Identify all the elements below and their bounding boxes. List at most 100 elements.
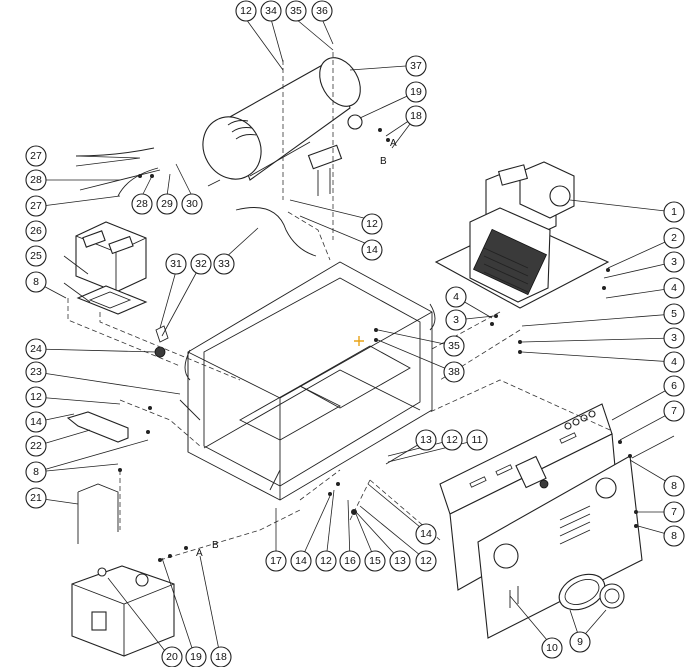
callout-14-bottom: 14 [290, 550, 312, 572]
svg-text:2: 2 [671, 232, 677, 244]
letter-b-bottom: B [212, 540, 219, 551]
callout-5: 5 [663, 303, 685, 325]
callout-20: 20 [161, 646, 183, 667]
callout-22: 22 [25, 435, 47, 457]
svg-text:19: 19 [190, 651, 202, 663]
callout-18-bottom: 18 [210, 646, 232, 667]
callout-25: 25 [25, 245, 47, 267]
callout-8-left-mid: 8 [25, 461, 47, 483]
letter-a-top: A [390, 138, 397, 149]
svg-text:12: 12 [30, 391, 42, 403]
callout-34: 34 [260, 0, 282, 22]
svg-text:28: 28 [30, 174, 42, 186]
callout-12-mid-right: 12 [441, 429, 463, 451]
svg-text:8: 8 [671, 480, 677, 492]
battery-tray [76, 285, 148, 315]
svg-text:25: 25 [30, 250, 42, 262]
svg-text:26: 26 [30, 225, 42, 237]
frame [179, 261, 436, 501]
callout-14-mid: 14 [361, 239, 383, 261]
callout-18-top: 18 [405, 105, 427, 127]
svg-text:32: 32 [195, 258, 207, 270]
callout-14-right: 14 [415, 523, 437, 545]
hardware-dots [118, 128, 638, 562]
svg-text:22: 22 [30, 440, 42, 452]
callout-13-mid: 13 [415, 429, 437, 451]
callout-28-a: 28 [25, 169, 47, 191]
callout-12-bottom-a: 12 [315, 550, 337, 572]
hose-33 [235, 207, 317, 257]
svg-text:27: 27 [30, 150, 42, 162]
svg-text:18: 18 [215, 651, 227, 663]
svg-text:6: 6 [671, 380, 677, 392]
gasket-small [599, 583, 625, 609]
svg-text:14: 14 [30, 416, 42, 428]
svg-text:18: 18 [410, 110, 422, 122]
svg-text:23: 23 [30, 366, 42, 378]
callout-12-bottom-b: 12 [415, 550, 437, 572]
svg-text:38: 38 [448, 366, 460, 378]
svg-text:24: 24 [30, 343, 42, 355]
callout-19-bottom: 19 [185, 646, 207, 667]
svg-text:4: 4 [671, 356, 677, 368]
callout-29: 29 [156, 193, 178, 215]
callout-30: 30 [181, 193, 203, 215]
callout-9: 9 [569, 631, 591, 653]
callout-16: 16 [339, 550, 361, 572]
callout-19-top: 19 [405, 81, 427, 103]
callout-27-a: 27 [25, 145, 47, 167]
svg-text:12: 12 [320, 555, 332, 567]
battery [75, 221, 147, 293]
callout-12-top: 12 [235, 0, 257, 22]
svg-text:4: 4 [671, 282, 677, 294]
callout-12-left: 12 [25, 386, 47, 408]
svg-text:21: 21 [30, 492, 42, 504]
svg-text:8: 8 [671, 530, 677, 542]
bracket-31 [155, 325, 169, 343]
svg-text:9: 9 [577, 636, 583, 648]
svg-text:20: 20 [166, 651, 178, 663]
svg-text:14: 14 [420, 528, 432, 540]
cable-28b [117, 167, 159, 197]
callout-10: 10 [541, 637, 563, 659]
letter-a-bottom: A [196, 548, 203, 559]
clamp-24 [154, 346, 166, 358]
callout-14-left: 14 [25, 411, 47, 433]
gasket-large [558, 573, 606, 611]
access-panel [477, 455, 643, 639]
callout-32: 32 [190, 253, 212, 275]
bracket-22 [66, 411, 129, 443]
callout-1: 1 [663, 201, 685, 223]
callout-6: 6 [663, 375, 685, 397]
callout-3-right-top: 3 [663, 251, 685, 273]
air-tank [202, 57, 363, 196]
svg-text:12: 12 [420, 555, 432, 567]
svg-text:3: 3 [453, 314, 459, 326]
callout-24: 24 [25, 338, 47, 360]
svg-text:14: 14 [295, 555, 307, 567]
svg-text:11: 11 [472, 434, 483, 446]
svg-text:3: 3 [671, 332, 677, 344]
svg-text:13: 13 [394, 555, 406, 567]
callout-3-right-mid: 3 [663, 327, 685, 349]
callout-31: 31 [165, 253, 187, 275]
callout-8-left-top: 8 [25, 271, 47, 293]
callout-36: 36 [311, 0, 333, 22]
svg-text:7: 7 [671, 506, 677, 518]
bracket-21 [77, 483, 119, 544]
callout-17: 17 [265, 550, 287, 572]
fuel-tank [71, 565, 175, 657]
svg-text:13: 13 [420, 434, 432, 446]
svg-text:12: 12 [446, 434, 458, 446]
svg-text:16: 16 [344, 555, 356, 567]
callout-4-right-top: 4 [663, 277, 685, 299]
svg-text:29: 29 [161, 198, 173, 210]
svg-text:3: 3 [671, 256, 677, 268]
callout-4-right-mid: 4 [663, 351, 685, 373]
svg-text:8: 8 [33, 276, 39, 288]
svg-text:12: 12 [240, 5, 252, 17]
callout-2: 2 [663, 227, 685, 249]
callout-11: 11 [466, 429, 488, 451]
engine-assembly [434, 161, 610, 309]
